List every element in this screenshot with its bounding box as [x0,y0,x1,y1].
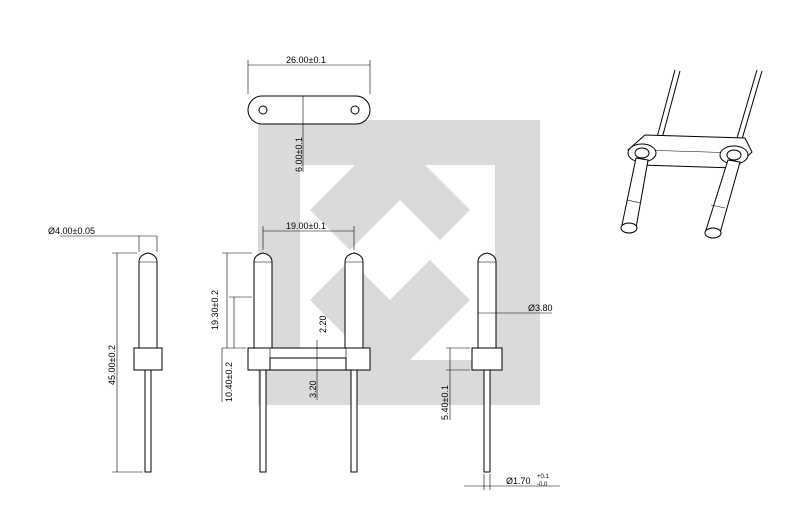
isometric-plug-view [620,69,763,239]
lower-length-dim: 10.40±0.2 [224,362,234,402]
front-view-assembly [221,226,371,473]
top-view-plate [247,60,371,172]
tail-diameter-dim: Ø1.70 [506,476,531,486]
upper-length-dim: 19.30±0.2 [210,290,220,330]
tail-tol-lower: -0.0 [537,482,548,488]
plate-length-dim: 26.00±0.1 [286,55,326,65]
collar-diameter-dim: Ø3.80 [528,303,553,313]
right-view-pin [446,252,560,490]
plate-offset-dim: 2.20 [318,315,328,333]
plate-thickness-dim: 3.20 [308,380,318,398]
plate-width-dim: 6.00±0.1 [294,137,304,172]
diamond-logo-watermark [258,120,540,405]
tail-tol-upper: +0.1 [537,474,550,480]
pin-pitch-dim: 19.00±0.1 [286,221,326,231]
side-view-pin [60,235,163,473]
pin-diameter-dim: Ø4.00±0.05 [48,226,95,236]
total-length-dim: 45.00±0.2 [107,345,117,385]
collar-height-dim: 5.40±0.1 [440,385,450,420]
